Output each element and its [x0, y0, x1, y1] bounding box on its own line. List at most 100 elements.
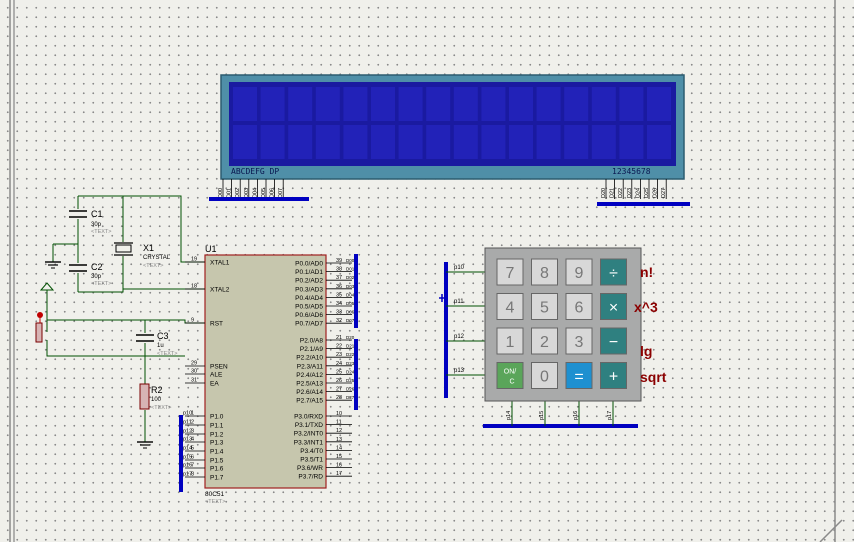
c2-symbol-mask — [70, 263, 86, 273]
mcu-net-label: D06 — [346, 310, 355, 315]
keypad-col-net: p14 — [506, 411, 512, 420]
key-label: 7 — [506, 265, 515, 282]
keypad-key[interactable]: ÷ — [600, 258, 627, 286]
key-face — [565, 362, 593, 389]
wire-rst — [47, 319, 205, 324]
keypad-key[interactable]: 5 — [531, 293, 558, 320]
mcu-pin-number: 10 — [336, 411, 342, 417]
key-label: 0 — [540, 369, 549, 386]
lcd-pin-label: D24 — [635, 188, 641, 198]
mcu-pin-label: PSEN — [210, 364, 228, 371]
mcu-pin-number: 4 — [191, 437, 194, 443]
mcu-pin-label: P2.4/A12 — [296, 372, 323, 379]
keypad-key[interactable]: 0 — [531, 362, 558, 389]
keypad-key[interactable]: 1 — [496, 327, 524, 355]
keypad-key[interactable]: + — [600, 362, 627, 389]
lcd-character-cells — [233, 87, 671, 159]
lcd-cell — [647, 125, 671, 159]
mcu-pin-number: 32 — [336, 318, 342, 324]
keypad-key[interactable]: 9 — [565, 258, 593, 286]
key-face — [496, 258, 524, 286]
mcu-pin-number: 12 — [336, 428, 342, 434]
key-label: × — [609, 300, 618, 317]
keypad-key[interactable]: 8 — [531, 258, 558, 286]
keypad-key[interactable]: = — [565, 362, 593, 389]
keypad-row-net: p12 — [454, 334, 465, 340]
keypad-key[interactable]: 4 — [496, 293, 524, 320]
mcu-text: <TEXT> — [205, 499, 225, 505]
keypad-key[interactable]: × — [600, 293, 627, 320]
key-face — [565, 293, 593, 320]
r2-name: R2 — [151, 385, 163, 395]
mcu-net-label: p12 — [183, 429, 192, 435]
keypad-key[interactable]: 7 — [496, 258, 524, 286]
mcu-net-label: p16 — [183, 463, 192, 469]
mcu-pin-label: P1.0 — [210, 414, 224, 421]
lcd-pin-label: D22 — [618, 188, 624, 198]
mcu-pin-label: P0.0/AD0 — [295, 261, 323, 268]
mcu-pin-number: 6 — [191, 455, 194, 461]
mcu-pin-number: 29 — [191, 361, 197, 367]
lcd-pin-label: D02 — [235, 188, 241, 198]
lcd-cell — [509, 87, 533, 121]
lcd-cell — [591, 87, 616, 121]
mcu-pin-label: P3.0/RXD — [294, 414, 323, 421]
c1-value: 30p — [91, 222, 102, 228]
keypad-4x4[interactable]: p10Ap11Bp12Cp13D p141p152p163p174 789÷45… — [439, 247, 667, 428]
key-face — [600, 293, 627, 320]
keypad-key[interactable]: ON/C — [496, 362, 524, 389]
mcu-pin-label: XTAL2 — [210, 287, 230, 294]
lcd-label-left: ABCDEFG DP — [231, 167, 279, 176]
lcd-cell — [371, 125, 395, 159]
mcu-pin-label: P1.4 — [210, 449, 224, 456]
key-face — [496, 327, 524, 355]
lcd-pin-label: D23 — [627, 188, 633, 198]
mcu-net-label: p13 — [183, 437, 192, 443]
mcu-pin-label: P1.3 — [210, 440, 224, 447]
mcu-pin-number: 14 — [336, 445, 342, 451]
keypad-key[interactable]: 6 — [565, 293, 593, 320]
mcu-pin-number: 22 — [336, 344, 342, 350]
key-face — [600, 258, 627, 286]
mcu-net-label: p14 — [183, 446, 192, 452]
key-label: 6 — [575, 300, 584, 317]
lcd-cell — [315, 87, 340, 121]
mcu-pin-label: P1.2 — [210, 432, 224, 439]
x1-crystal — [115, 244, 132, 253]
mcu-net-label: D22 — [346, 352, 355, 357]
lcd-cell — [233, 125, 257, 159]
vcc-arrow-icon — [39, 282, 55, 291]
keypad-row-net: p11 — [454, 299, 464, 305]
mcu-pin-number: 2 — [191, 420, 194, 426]
keypad-key[interactable]: − — [600, 327, 627, 355]
key-face — [496, 293, 524, 320]
mcu-pin-number: 18 — [191, 284, 197, 290]
lcd-cell — [591, 125, 616, 159]
key-face — [565, 327, 593, 355]
key-face — [531, 362, 558, 389]
lcd-cell — [647, 87, 671, 121]
key-label: − — [609, 334, 618, 351]
mcu-pin-label: P0.5/AD5 — [295, 304, 323, 311]
wire-btn-bottom — [46, 340, 185, 357]
keypad-col-net: p16 — [573, 411, 579, 420]
mcu-pin-label: P3.5/T1 — [300, 457, 323, 464]
keypad-key[interactable]: 2 — [531, 327, 558, 355]
key-face — [600, 327, 627, 355]
mcu-pin-label: P3.1/TXD — [295, 422, 323, 429]
mcu-pin-label: ALE — [210, 372, 223, 379]
mcu-net-label: D05 — [346, 301, 355, 306]
mcu-pin-label: P3.3/INT1 — [294, 439, 324, 446]
mcu-pin-number: 36 — [336, 284, 342, 290]
r2-value: 100 — [151, 397, 162, 403]
lcd-cell — [536, 87, 561, 121]
mcu-pin-number: 3 — [191, 429, 194, 435]
mcu-pin-number: 37 — [336, 275, 342, 281]
keypad-key[interactable]: 3 — [565, 327, 593, 355]
